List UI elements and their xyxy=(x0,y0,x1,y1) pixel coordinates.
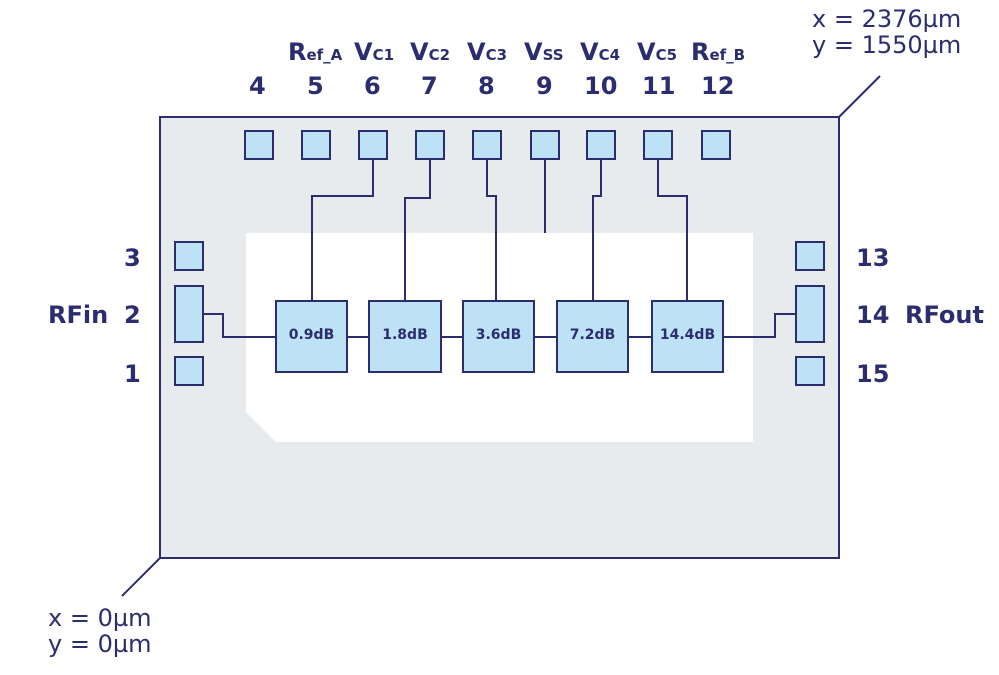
atten-label-5: 14.4dB xyxy=(659,327,716,343)
attenuator-blocks xyxy=(275,300,724,373)
atten-label-1: 0.9dB xyxy=(288,327,335,343)
wire-vc4 xyxy=(592,159,602,301)
top-right-leader xyxy=(838,75,881,118)
signal-label-8: VC3 xyxy=(467,38,508,66)
atten-block-1 xyxy=(275,300,348,373)
pad-number-6: 6 xyxy=(364,72,381,100)
pad-15 xyxy=(795,356,825,386)
wire-vc1 xyxy=(311,159,374,301)
atten-label-4: 7.2dB xyxy=(569,327,616,343)
wire-rfout xyxy=(723,313,796,338)
top-pads xyxy=(244,130,731,160)
pad-number-13: 13 xyxy=(856,244,890,272)
signal-label-11: VC5 xyxy=(637,38,678,66)
wiring xyxy=(203,159,796,338)
pad-7 xyxy=(415,130,445,160)
wire-vc2 xyxy=(404,159,431,301)
wire-rfin xyxy=(203,313,276,338)
atten-block-5 xyxy=(651,300,724,373)
signal-label-5: Ref_A xyxy=(288,38,343,66)
pad-2 xyxy=(174,285,204,343)
pad-number-8: 8 xyxy=(478,72,495,100)
bottom-left-y: y = 0µm xyxy=(48,630,152,658)
pad-number-12: 12 xyxy=(701,72,735,100)
signal-label-7: VC2 xyxy=(410,38,451,66)
pad-1 xyxy=(174,356,204,386)
pad-13 xyxy=(795,241,825,271)
pad-11 xyxy=(643,130,673,160)
pad-8 xyxy=(472,130,502,160)
top-right-coordinates: x = 2376µm y = 1550µm xyxy=(812,6,961,58)
pad-number-1: 1 xyxy=(124,360,141,388)
atten-block-2 xyxy=(368,300,442,373)
bottom-left-coordinates: x = 0µm y = 0µm xyxy=(48,605,152,657)
side-pads xyxy=(174,241,825,386)
pad-number-5: 5 xyxy=(307,72,324,100)
pad-number-14: 14 xyxy=(856,301,890,329)
wire-vc3 xyxy=(486,159,497,301)
wire-vc5 xyxy=(657,159,688,301)
pad-4 xyxy=(244,130,274,160)
atten-block-4 xyxy=(556,300,629,373)
pad-14 xyxy=(795,285,825,343)
pad-6 xyxy=(358,130,388,160)
rfout-label: RFout xyxy=(905,301,984,329)
pad-number-4: 4 xyxy=(249,72,266,100)
bottom-left-x: x = 0µm xyxy=(48,604,152,632)
rfin-label: RFin xyxy=(48,301,109,329)
pad-number-11: 11 xyxy=(642,72,676,100)
pad-number-3: 3 xyxy=(124,244,141,272)
atten-block-3 xyxy=(462,300,535,373)
pad-5 xyxy=(301,130,331,160)
top-right-x: x = 2376µm xyxy=(812,5,962,33)
signal-label-6: VC1 xyxy=(354,38,395,66)
atten-label-3: 3.6dB xyxy=(475,327,522,343)
signal-label-10: VC4 xyxy=(580,38,621,66)
pad-10 xyxy=(586,130,616,160)
pad-number-2: 2 xyxy=(124,301,141,329)
pad-number-9: 9 xyxy=(536,72,553,100)
signal-label-12: Ref_B xyxy=(691,38,746,66)
pad-number-15: 15 xyxy=(856,360,890,388)
pad-12 xyxy=(701,130,731,160)
pad-number-7: 7 xyxy=(421,72,438,100)
atten-label-2: 1.8dB xyxy=(382,327,428,343)
pad-3 xyxy=(174,241,204,271)
bottom-left-leader xyxy=(121,557,161,597)
pad-number-10: 10 xyxy=(584,72,618,100)
signal-label-9: VSS xyxy=(524,38,564,66)
pad-9 xyxy=(530,130,560,160)
top-right-y: y = 1550µm xyxy=(812,31,962,59)
